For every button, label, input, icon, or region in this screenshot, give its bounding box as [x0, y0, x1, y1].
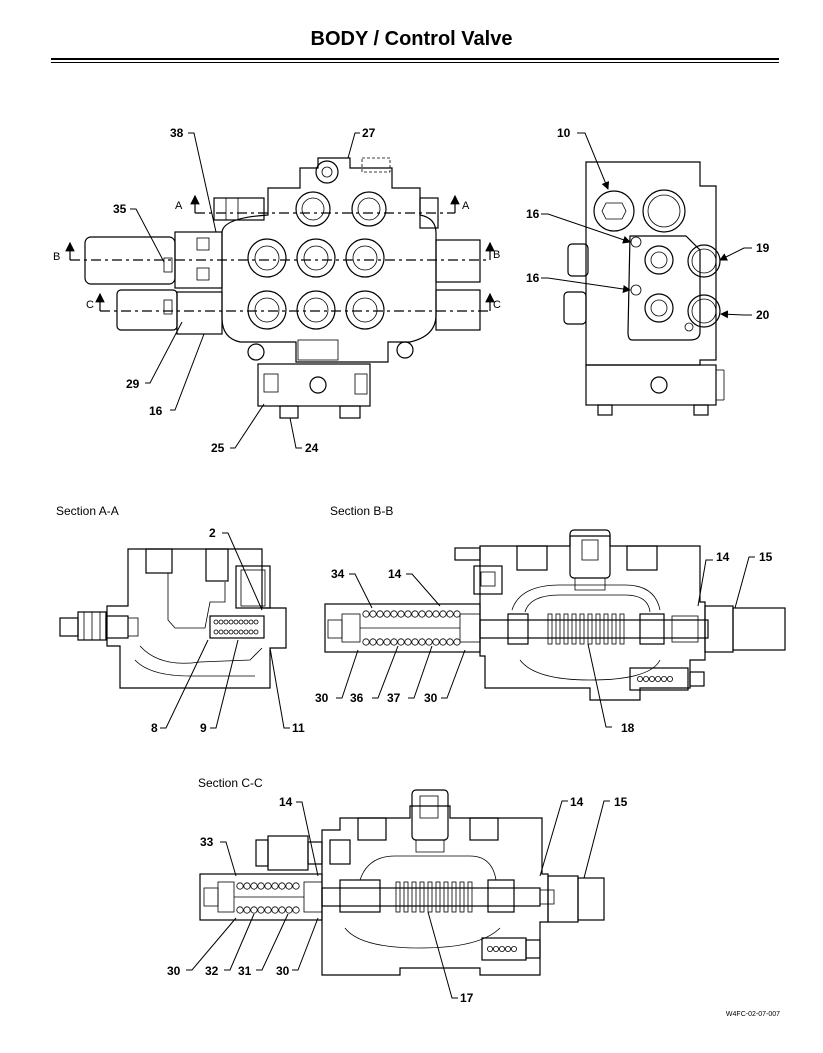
front-view: A A B B C C 38 27 35 29 16 25 24: [53, 126, 501, 455]
cc-spring-bottom: [236, 906, 300, 914]
callout-18: 18: [621, 721, 635, 735]
callout-11: 11: [292, 721, 305, 735]
cc-spool-lands: [395, 881, 473, 913]
callout-16-side-upper: 16: [526, 207, 540, 221]
callout-30-cc-left: 30: [167, 964, 181, 978]
title-rule-thin: [51, 62, 779, 63]
bb-spool-lands: [547, 613, 625, 645]
section-cc-label: Section C-C: [198, 776, 263, 790]
section-mark-a-left: A: [175, 200, 183, 212]
callout-20: 20: [756, 308, 770, 322]
cc-spring-top: [236, 882, 300, 890]
callout-35: 35: [113, 202, 127, 216]
callout-14-cc-left: 14: [279, 795, 293, 809]
section-mark-c-right: C: [493, 299, 501, 311]
callout-14-cc-right: 14: [570, 795, 584, 809]
callout-14-bb-left: 14: [388, 567, 402, 581]
callout-2: 2: [209, 526, 216, 540]
callout-31: 31: [238, 964, 252, 978]
callout-36: 36: [350, 691, 364, 705]
bb-spring-bottom: [362, 638, 461, 646]
section-mark-b-left: B: [53, 251, 60, 263]
callout-9: 9: [200, 721, 207, 735]
callout-30-bb-right: 30: [424, 691, 438, 705]
callout-27: 27: [362, 126, 376, 140]
section-mark-a-right: A: [462, 200, 470, 212]
callout-8: 8: [151, 721, 158, 735]
page-title: BODY / Control Valve: [310, 28, 513, 50]
callout-25: 25: [211, 441, 225, 455]
section-cc-drawing: 14 14 15 33 30 32 31 30 17: [167, 789, 628, 1005]
callout-17: 17: [460, 991, 474, 1005]
callout-15-bb: 15: [759, 550, 773, 564]
callout-34: 34: [331, 567, 345, 581]
section-aa-drawing: 2 8 9 11: [59, 526, 305, 735]
callout-16-front: 16: [149, 404, 163, 418]
section-mark-c-left: C: [86, 299, 94, 311]
section-bb-drawing: 34 14 14 15 30 36 37 30 18: [315, 529, 786, 735]
callout-32: 32: [205, 964, 219, 978]
callout-14-bb-right: 14: [716, 550, 730, 564]
callout-38: 38: [170, 126, 184, 140]
callout-24: 24: [305, 441, 319, 455]
title-rule-thick: [51, 58, 779, 60]
callout-15-cc: 15: [614, 795, 628, 809]
section-bb-label: Section B-B: [330, 504, 393, 518]
callout-16-side-lower: 16: [526, 271, 540, 285]
callout-30-bb-left: 30: [315, 691, 329, 705]
bb-spring-top: [362, 610, 461, 618]
callout-19: 19: [756, 241, 770, 255]
section-aa-label: Section A-A: [56, 504, 119, 518]
side-view: 10 16 16 19 20: [526, 126, 770, 416]
document-id: W4FC-02-07-007: [726, 1011, 780, 1018]
callout-10: 10: [557, 126, 571, 140]
callout-33: 33: [200, 835, 214, 849]
callout-30-cc-right: 30: [276, 964, 290, 978]
section-mark-b-right: B: [493, 249, 500, 261]
callout-37: 37: [387, 691, 401, 705]
callout-29: 29: [126, 377, 140, 391]
